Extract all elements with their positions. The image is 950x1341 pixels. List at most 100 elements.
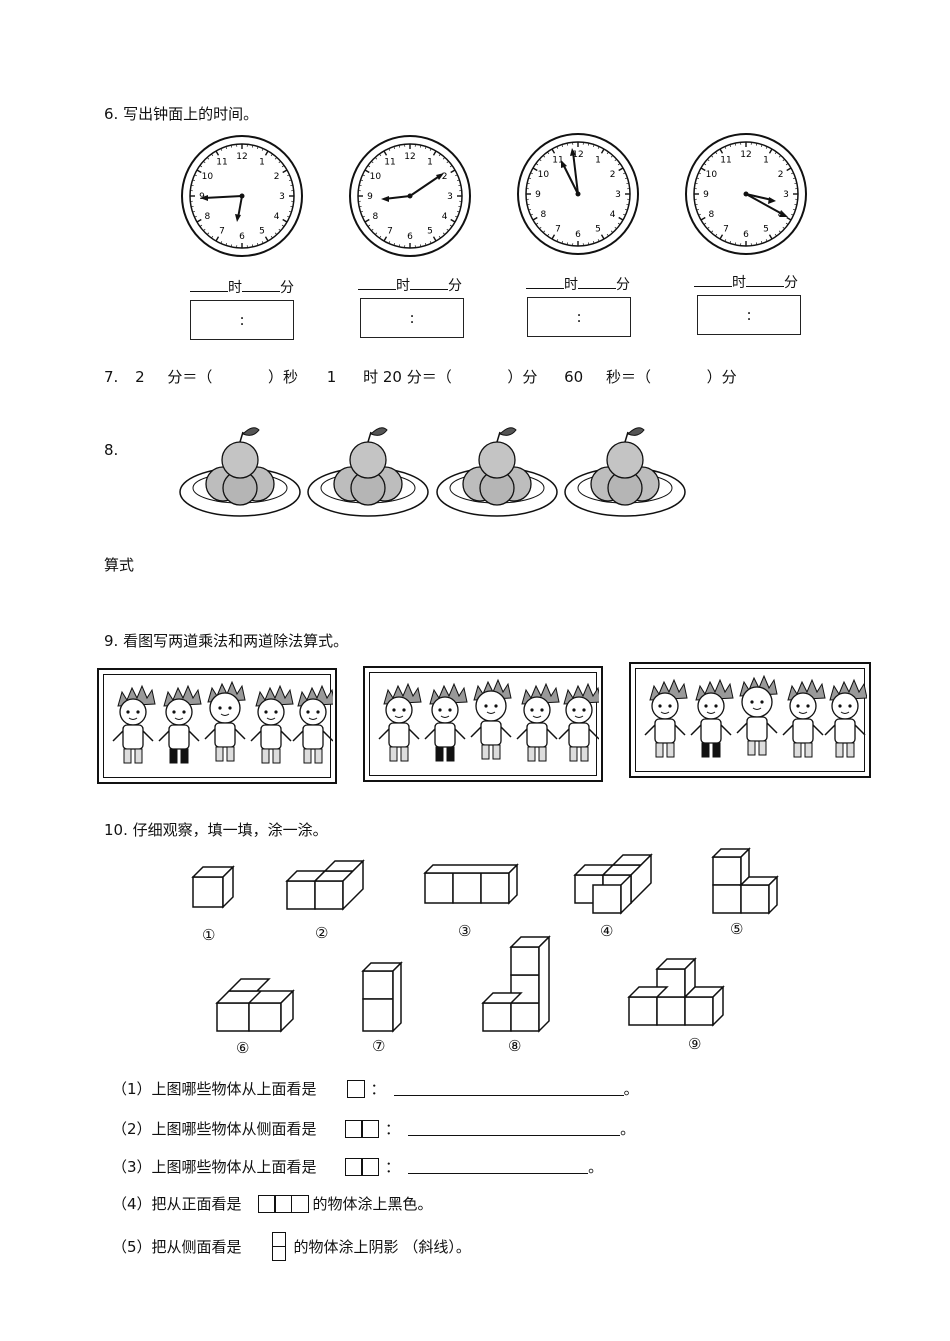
- clock-number: 1: [427, 157, 433, 167]
- clock-number: 8: [372, 212, 378, 222]
- clock-number: 2: [610, 170, 616, 180]
- figure-label: ④: [600, 922, 614, 940]
- mascots-picture: [363, 666, 603, 782]
- digital-time-box[interactable]: :: [527, 297, 631, 337]
- clock-number: 8: [204, 212, 210, 222]
- digital-time-box[interactable]: :: [360, 298, 464, 338]
- mascot-figure: [782, 678, 826, 758]
- figure-7-cubes: [361, 961, 403, 1033]
- clock-number: 10: [538, 170, 550, 180]
- figure-5-cubes: [711, 847, 779, 915]
- digital-time-box[interactable]: :: [697, 295, 801, 335]
- figure-3-cubes: [423, 863, 519, 905]
- clock-number: 11: [216, 157, 227, 167]
- clock-number: 2: [442, 172, 448, 182]
- clock-number: 7: [219, 227, 225, 237]
- clock-number: 7: [723, 225, 729, 235]
- mascot-figure: [470, 678, 512, 760]
- q10-title: 10. 仔细观察，填一填，涂一涂。: [104, 821, 328, 839]
- mascot-figure: [824, 678, 867, 758]
- clock-number: 3: [783, 190, 789, 200]
- figure-6-cubes: [215, 978, 295, 1033]
- clock-number: 9: [199, 192, 205, 202]
- clock-number: 10: [706, 170, 718, 180]
- mascots-picture: [97, 668, 337, 784]
- figure-8-cubes: [481, 935, 551, 1033]
- figure-label: ②: [315, 924, 329, 942]
- vertical-squares-icon: [271, 1232, 286, 1261]
- clock-number: 7: [555, 225, 561, 235]
- clock-number: 4: [610, 210, 616, 220]
- time-blank[interactable]: 时分: [526, 274, 630, 294]
- mascot-figure: [158, 684, 202, 764]
- figure-label: ⑤: [730, 920, 744, 938]
- time-blank[interactable]: 时分: [190, 277, 294, 297]
- clock-number: 3: [615, 190, 621, 200]
- q9-title: 9. 看图写两道乘法和两道除法算式。: [104, 632, 349, 650]
- figure-label: ⑥: [236, 1039, 250, 1057]
- clock-number: 7: [387, 227, 393, 237]
- time-blank[interactable]: 时分: [694, 272, 798, 292]
- figure-2-cubes: [285, 859, 365, 911]
- single-square-icon: [346, 1079, 365, 1098]
- time-blank[interactable]: 时分: [358, 275, 462, 295]
- sub-question-5: （5）把从侧面看是 的物体涂上阴影 （斜线）。: [112, 1232, 471, 1261]
- clock-number: 5: [427, 227, 433, 237]
- clock-number: 9: [703, 190, 709, 200]
- answer-line[interactable]: [393, 1081, 624, 1096]
- clock-number: 10: [370, 172, 382, 182]
- clock-number: 12: [572, 150, 583, 160]
- clock-number: 4: [442, 212, 448, 222]
- mascot-figure: [558, 682, 599, 762]
- clock-number: 1: [259, 157, 265, 167]
- sub-question-4: （4）把从正面看是 的物体涂上黑色。: [112, 1194, 433, 1213]
- three-squares-icon: [257, 1194, 309, 1213]
- clock-number: 6: [575, 230, 581, 240]
- mascot-figure: [736, 674, 778, 756]
- figure-label: ①: [202, 926, 216, 944]
- figure-9-cubes: [627, 957, 725, 1027]
- figure-label: ⑦: [372, 1037, 386, 1055]
- clock-number: 5: [763, 225, 769, 235]
- clock-number: 5: [259, 227, 265, 237]
- clock-number: 6: [239, 232, 245, 242]
- apple-plates-image: [179, 427, 686, 517]
- clock-number: 2: [274, 172, 280, 182]
- answer-line[interactable]: [408, 1121, 621, 1136]
- q8-number: 8.: [104, 441, 119, 459]
- mascots-picture: [629, 662, 871, 778]
- clock-number: 12: [740, 150, 751, 160]
- mascot-figure: [516, 682, 560, 762]
- mascot-figure: [690, 678, 734, 758]
- figure-1-cube: [191, 865, 235, 909]
- clock-number: 3: [279, 192, 285, 202]
- answer-line[interactable]: [408, 1159, 589, 1174]
- figure-label: ⑨: [688, 1035, 702, 1053]
- figure-label: ③: [458, 922, 472, 940]
- mascot-figure: [112, 684, 156, 764]
- figure-label: ⑧: [508, 1037, 522, 1055]
- sub-question-1: （1）上图哪些物体从上面看是 ： 。: [112, 1079, 639, 1098]
- clock-number: 4: [274, 212, 280, 222]
- clock-number: 10: [202, 172, 214, 182]
- clock-number: 8: [708, 210, 714, 220]
- q7-line: 7. 2 分＝（ ）秒 1 时 20 分＝（ ）分 60 秒＝（ ）分: [104, 368, 737, 386]
- apple-plate: [179, 427, 301, 517]
- clock-number: 5: [595, 225, 601, 235]
- mascot-figure: [378, 682, 422, 762]
- clock-number: 12: [404, 152, 415, 162]
- digital-time-box[interactable]: :: [190, 300, 294, 340]
- apple-plate: [307, 427, 429, 517]
- mascot-figure: [204, 680, 246, 762]
- sub-question-3: （3）上图哪些物体从上面看是 ： 。: [112, 1157, 604, 1176]
- mascot-figure: [424, 682, 468, 762]
- clock-number: 11: [552, 155, 563, 165]
- clock-number: 11: [384, 157, 395, 167]
- formula-label: 算式: [104, 556, 135, 574]
- clock-number: 2: [778, 170, 784, 180]
- clock-number: 6: [743, 230, 749, 240]
